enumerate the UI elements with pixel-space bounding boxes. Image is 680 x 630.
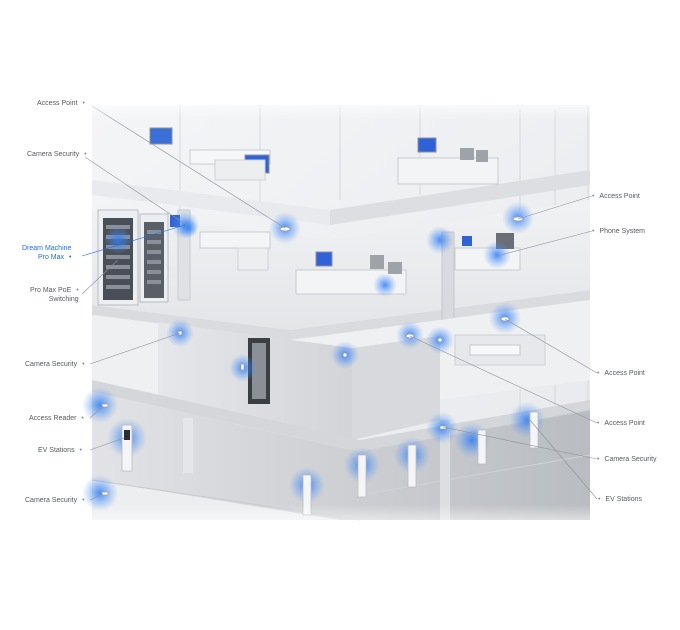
label-ev-stations-left: EV Stations • — [38, 446, 82, 455]
label-line2: Pro Max — [37, 254, 65, 261]
label-text: Access Point — [599, 193, 640, 200]
arrow-icon: • — [597, 370, 602, 377]
label-line1: Pro Max PoE — [30, 287, 72, 294]
label-ev-stations-right: • EV Stations — [598, 495, 642, 504]
label-line1: Dream Machine — [22, 245, 72, 252]
server-racks — [97, 209, 169, 306]
arrow-icon: • — [82, 151, 87, 158]
label-text: Camera Security — [604, 456, 657, 463]
arrow-icon: • — [77, 447, 82, 454]
label-text: Access Point — [604, 370, 645, 377]
label-text: Access Reader — [29, 415, 77, 422]
meeting-table — [469, 344, 521, 356]
label-text: Camera Security — [27, 151, 80, 158]
label-camera-security-top-left: Camera Security • — [27, 150, 87, 159]
desk-cluster-top-left — [149, 127, 271, 181]
arrow-icon: • — [80, 497, 85, 504]
arrow-icon: • — [80, 100, 85, 107]
label-text: EV Stations — [38, 447, 75, 454]
label-camera-security-bottom-left: Camera Security • — [25, 496, 85, 505]
desk-cluster-top-right — [397, 137, 499, 185]
label-text: Access Point — [604, 420, 645, 427]
desk-cluster-mid-left — [170, 215, 271, 271]
label-access-point-right-1: • Access Point — [592, 192, 640, 201]
label-line2: Switching — [48, 296, 79, 303]
ev-stations — [121, 411, 539, 516]
arrow-icon: • — [79, 415, 84, 422]
label-phone-system: • Phone System — [592, 227, 645, 236]
arrow-icon: • — [597, 456, 602, 463]
label-access-reader: Access Reader • — [29, 414, 84, 423]
middle-floor — [92, 200, 590, 340]
arrow-icon: • — [597, 420, 602, 427]
label-camera-security-right: • Camera Security — [597, 455, 657, 464]
arrow-icon: • — [80, 361, 85, 368]
arrow-icon: • — [592, 228, 597, 235]
label-pro-max-poe-switching: Pro Max PoE • Switching — [30, 286, 79, 304]
leader-lines — [81, 105, 598, 501]
label-text: Camera Security — [25, 497, 78, 504]
label-text: Phone System — [599, 228, 645, 235]
arrow-icon: • — [598, 496, 603, 503]
label-text: EV Stations — [605, 496, 642, 503]
label-dream-machine-pro-max: Dream Machine Pro Max • — [22, 244, 71, 262]
arrow-icon: • — [592, 193, 597, 200]
label-text: Camera Security — [25, 361, 78, 368]
arrow-icon: • — [67, 254, 72, 261]
label-camera-security-mid-left: Camera Security • — [25, 360, 85, 369]
arrow-icon: • — [74, 287, 79, 294]
label-text: Access Point — [37, 100, 78, 107]
label-access-point-right-2: • Access Point — [597, 369, 645, 378]
label-access-point-right-3: • Access Point — [597, 419, 645, 428]
label-access-point-top-left: Access Point • — [37, 99, 85, 108]
top-floor — [92, 127, 590, 225]
